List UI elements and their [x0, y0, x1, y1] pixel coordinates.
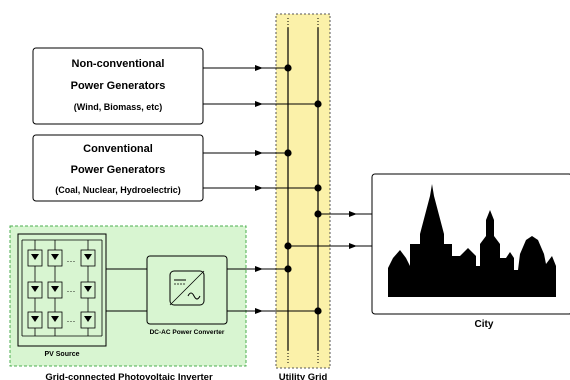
utility-grid-band	[275, 13, 331, 369]
nonconventional-generators-box	[32, 47, 204, 125]
nonconventional-line2: Power Generators	[71, 80, 166, 92]
nonconventional-line3: (Wind, Biomass, etc)	[74, 102, 162, 112]
pv-ellipsis-top: ···	[67, 256, 76, 266]
converter-label: DC-AC Power Converter	[150, 329, 225, 336]
pv-ellipsis-bottom: ···	[67, 316, 76, 326]
utility-grid-caption: Utility Grid	[279, 372, 328, 380]
city-skyline-icon	[388, 184, 556, 297]
conventional-generators-box	[32, 134, 204, 202]
conventional-line3: (Coal, Nuclear, Hydroelectric)	[55, 185, 181, 195]
pv-array-icon	[21, 239, 103, 337]
city-label: City	[475, 319, 494, 330]
pv-ellipsis-mid: ···	[67, 286, 76, 296]
conventional-line1: Conventional	[83, 143, 153, 155]
pv-source-label: PV Source	[44, 351, 79, 358]
nonconventional-line1: Non-conventional	[72, 58, 165, 70]
pv-inverter-caption: Grid-connected Photovoltaic Inverter	[45, 372, 213, 380]
junction-dots	[284, 64, 322, 315]
inverter-symbol-icon	[169, 270, 205, 306]
conventional-line2: Power Generators	[71, 164, 166, 176]
